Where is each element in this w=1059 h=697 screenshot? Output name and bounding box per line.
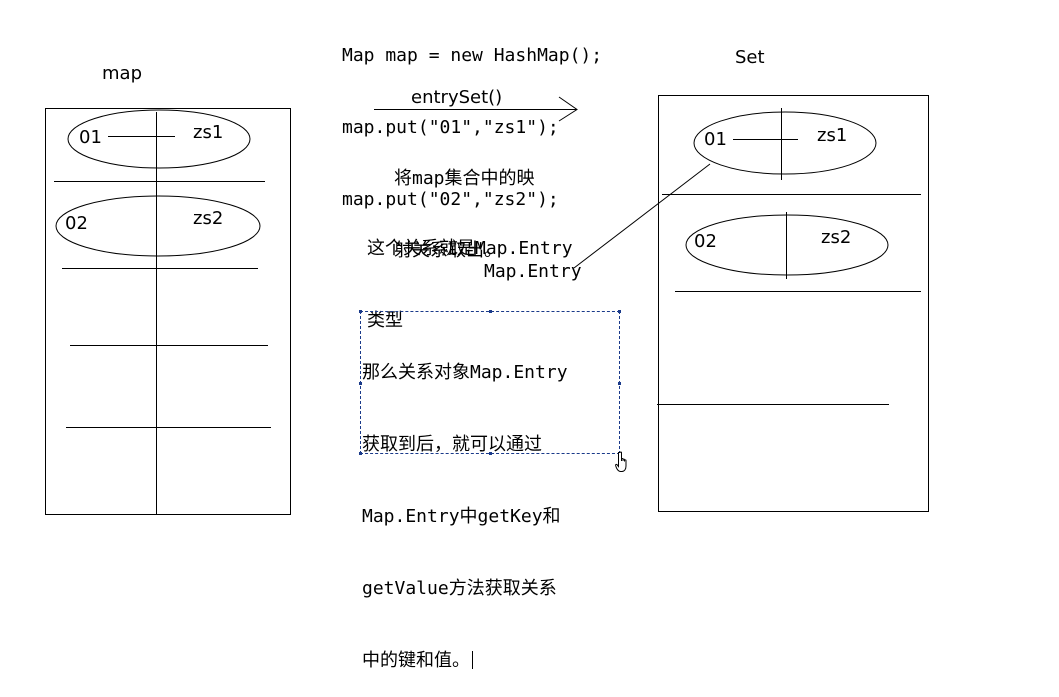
text-box-line-1: 那么关系对象Map.Entry bbox=[362, 362, 568, 383]
map-entry-1-key: 01 bbox=[79, 127, 102, 148]
map-entry-2-key: 02 bbox=[65, 213, 88, 234]
set-entry-2-value: zs2 bbox=[821, 227, 852, 248]
map-entry-1-value: zs1 bbox=[193, 122, 224, 143]
map-entry-1-oval bbox=[67, 109, 251, 169]
map-entry-2-oval bbox=[55, 195, 261, 257]
text-box-content[interactable]: 那么关系对象Map.Entry 获取到后，就可以通过 Map.Entry中get… bbox=[362, 313, 620, 697]
hand-cursor-icon bbox=[615, 451, 627, 472]
code-line-2: map.put("01","zs1"); bbox=[342, 117, 559, 138]
code-line-1: Map map = new HashMap(); bbox=[342, 45, 603, 66]
map-title: map bbox=[102, 63, 142, 84]
entryset-arrow-head bbox=[558, 96, 578, 122]
map-entry-pointer-line bbox=[573, 163, 711, 269]
resize-handle-bottom-left[interactable] bbox=[359, 452, 362, 455]
text-box-line-2: 获取到后，就可以通过 bbox=[362, 434, 542, 455]
set-title: Set bbox=[735, 47, 765, 68]
text-caret bbox=[472, 651, 473, 669]
text-box-line-3: Map.Entry中getKey和 bbox=[362, 506, 561, 527]
resize-handle-top-middle[interactable] bbox=[489, 310, 492, 313]
resize-handle-middle-right[interactable] bbox=[618, 382, 621, 385]
note-1-line-1: 将map集合中的映 bbox=[394, 168, 535, 189]
code-line-3: map.put("02","zs2"); bbox=[342, 189, 559, 210]
note-1: 将map集合中的映 射关系取出。 bbox=[394, 119, 535, 287]
entryset-label: entrySet() bbox=[411, 87, 503, 108]
note-2-line-2: 类型 bbox=[367, 310, 403, 331]
resize-handle-middle-left[interactable] bbox=[359, 382, 362, 385]
resize-handle-top-left[interactable] bbox=[359, 310, 362, 313]
text-box-line-4: getValue方法获取关系 bbox=[362, 578, 557, 599]
map-box bbox=[45, 108, 291, 515]
map-entry-2-value: zs2 bbox=[193, 208, 224, 229]
drawing-canvas bbox=[45, 95, 929, 515]
resize-handle-bottom-middle[interactable] bbox=[489, 452, 492, 455]
resize-handle-top-right[interactable] bbox=[618, 310, 621, 313]
pointer-label: Map.Entry bbox=[484, 261, 582, 282]
set-box bbox=[658, 95, 929, 512]
set-entry-2-key: 02 bbox=[694, 231, 717, 252]
note-1-line-2: 射关系取出。 bbox=[394, 240, 502, 261]
set-entry-1-value: zs1 bbox=[817, 125, 848, 146]
note-2-line-1: 这个关系就是Map.Entry bbox=[367, 238, 573, 259]
set-entry-1-key: 01 bbox=[704, 129, 727, 150]
text-box-line-5-wrap: 中的键和值。 bbox=[362, 649, 620, 673]
set-entry-1-oval bbox=[693, 111, 877, 175]
note-2: 这个关系就是Map.Entry 类型 bbox=[367, 189, 573, 357]
code-block: Map map = new HashMap(); map.put("01","z… bbox=[342, 0, 602, 236]
text-box-line-5: 中的键和值。 bbox=[362, 650, 470, 671]
